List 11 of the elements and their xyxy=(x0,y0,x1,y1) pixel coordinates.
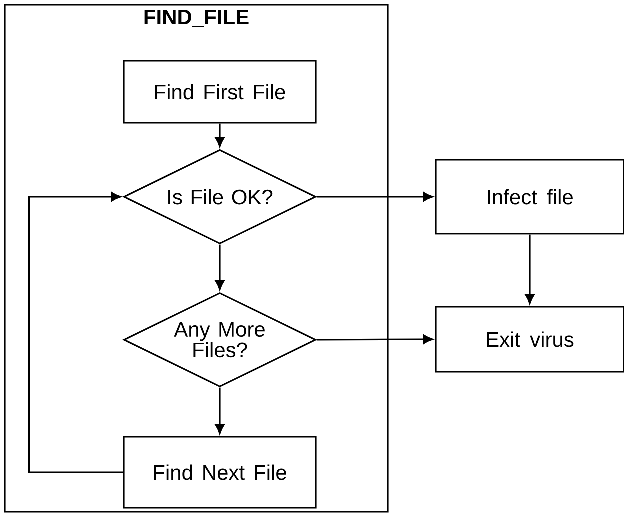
process-box: Find First File xyxy=(123,60,317,124)
arrow xyxy=(316,334,434,344)
arrow xyxy=(215,244,225,290)
arrow xyxy=(316,192,434,202)
arrow xyxy=(215,388,225,434)
arrow xyxy=(28,192,124,474)
process-box: Infect file xyxy=(435,159,624,235)
arrow xyxy=(215,124,225,148)
process-box: Exit virus xyxy=(435,306,624,373)
arrow xyxy=(525,234,535,304)
process-box: Find Next File xyxy=(123,436,317,509)
